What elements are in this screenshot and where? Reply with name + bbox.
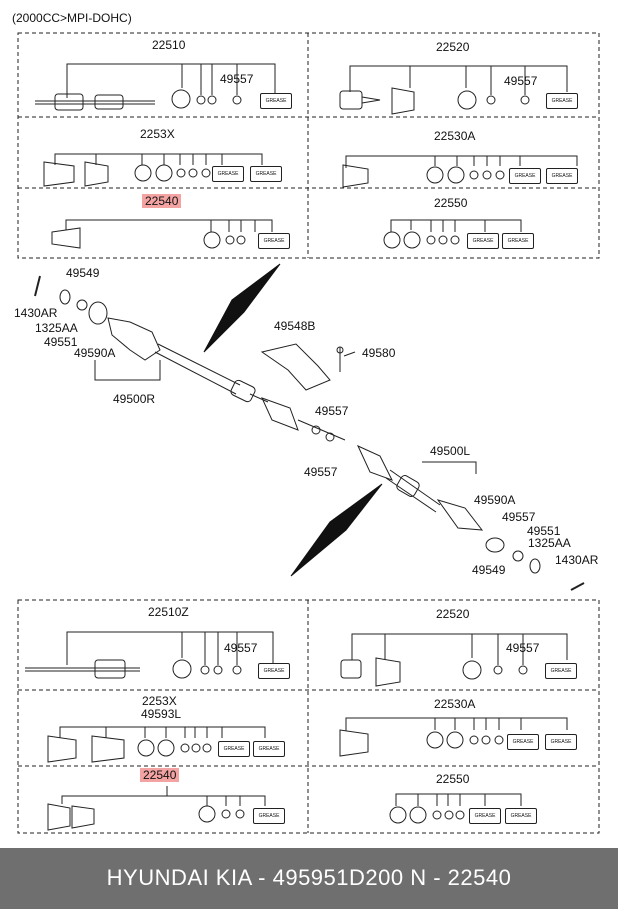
grease-tube-icon: GREASE: [546, 168, 578, 184]
callout-49551-right: 49551: [527, 524, 561, 538]
part-22540-highlight: 22540: [140, 768, 180, 782]
footer-bar: HYUNDAI KIA - 495951D200 N - 22540: [0, 848, 618, 909]
grease-tube-icon: GREASE: [258, 663, 290, 679]
callout-49500L: 49500L: [430, 444, 471, 458]
grease-tube-icon: GREASE: [212, 166, 244, 182]
footer-part-info: HYUNDAI KIA - 495951D200 N - 22540: [106, 865, 512, 890]
part-22530A-label: 22530A: [434, 129, 476, 143]
grease-tube-icon: GREASE: [253, 741, 285, 757]
part-22550-label: 22550: [436, 772, 470, 786]
kit-22540-bottom-drawing: [47, 786, 266, 831]
part-22510-label: 22510: [152, 38, 186, 52]
callout-1325AA-left: 1325AA: [35, 321, 78, 335]
callout-49590A-right: 49590A: [474, 493, 516, 507]
drive-shaft-assembly: [34, 263, 585, 591]
top-panel-frame: [17, 32, 600, 259]
kit-22550-drawing: [383, 219, 522, 249]
part-22510Z-label: 22510Z: [148, 605, 189, 619]
kit-22520-drawing: [339, 65, 568, 115]
callout-leaders: [94, 351, 477, 474]
grease-tube-icon: GREASE: [469, 808, 501, 824]
part-49557-label: 49557: [224, 641, 258, 655]
callout-49557-upper: 49557: [315, 404, 349, 418]
grease-tube-icon: GREASE: [505, 808, 537, 824]
callout-1430AR-left: 1430AR: [14, 306, 58, 320]
engine-spec-label: (2000CC>MPI-DOHC): [12, 11, 132, 25]
callout-1430AR-right: 1430AR: [555, 553, 599, 567]
grease-tube-icon: GREASE: [253, 808, 285, 824]
part-49557-label: 49557: [506, 641, 540, 655]
callout-49549-left: 49549: [66, 266, 100, 280]
callout-49557-right: 49557: [502, 510, 536, 524]
grease-tube-icon: GREASE: [502, 233, 534, 249]
kit-22530A-drawing: [342, 155, 578, 188]
kit-22530A-bottom-drawing: [339, 717, 568, 757]
kit-22550-bottom-drawing: [389, 793, 522, 824]
callout-49590A-left: 49590A: [74, 346, 116, 360]
part-49593L-label: 49593L: [141, 707, 182, 721]
grease-tube-icon: GREASE: [218, 741, 250, 757]
callout-49549-right: 49549: [472, 563, 506, 577]
part-22520-label: 22520: [436, 40, 470, 54]
callout-49557-lower: 49557: [304, 465, 338, 479]
part-22540-highlight: 22540: [142, 194, 182, 208]
callout-49548B: 49548B: [274, 319, 316, 333]
bottom-panel-frame: [17, 599, 600, 834]
part-49557-label: 49557: [220, 72, 254, 86]
part-22530A-label: 22530A: [434, 697, 476, 711]
grease-tube-icon: GREASE: [260, 93, 292, 109]
grease-tube-icon: GREASE: [507, 734, 539, 750]
callout-49500R: 49500R: [113, 392, 156, 406]
callout-1325AA-right: 1325AA: [528, 536, 571, 550]
grease-tube-icon: GREASE: [467, 233, 499, 249]
part-49557-label: 49557: [504, 74, 538, 88]
kit-22540-drawing: [51, 219, 273, 249]
kit-22520-bottom-drawing: [340, 633, 568, 687]
part-22520-label: 22520: [436, 607, 470, 621]
grease-tube-icon: GREASE: [545, 663, 577, 679]
callout-49551-left: 49551: [44, 335, 78, 349]
kit-22510-drawing: [35, 63, 276, 111]
callout-49580: 49580: [362, 346, 396, 360]
part-22550-label: 22550: [434, 196, 468, 210]
grease-tube-icon: GREASE: [546, 93, 578, 109]
grease-tube-icon: GREASE: [250, 166, 282, 182]
kit-2253X-bottom-drawing: [47, 726, 266, 763]
grease-tube-icon: GREASE: [258, 233, 290, 249]
part-2253X-label: 2253X: [142, 694, 177, 708]
kit-2253X-drawing: [43, 153, 263, 187]
grease-tube-icon: GREASE: [545, 734, 577, 750]
part-2253X-label: 2253X: [140, 127, 175, 141]
grease-tube-icon: GREASE: [509, 168, 541, 184]
kit-22510Z-drawing: [25, 631, 274, 679]
